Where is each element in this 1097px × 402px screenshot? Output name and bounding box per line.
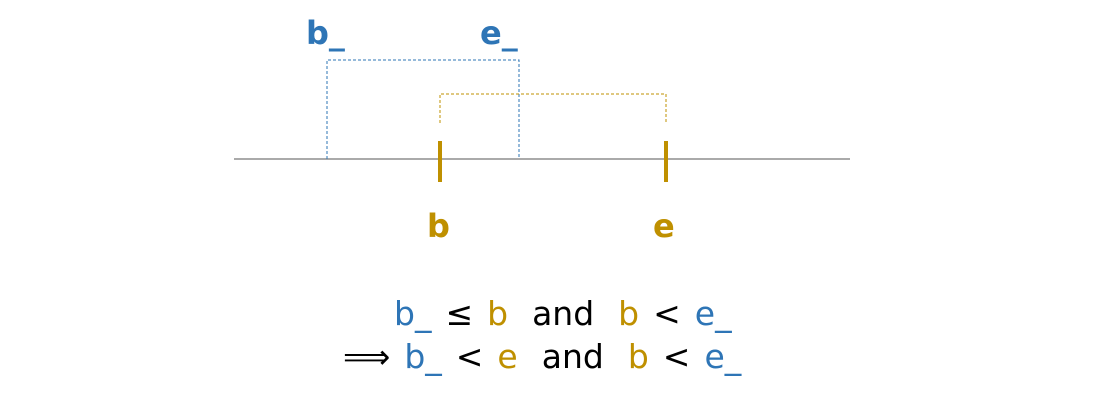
inner-begin-label: b <box>427 207 450 245</box>
formula-term: e_ <box>704 337 742 376</box>
formula-operator: < <box>455 337 484 376</box>
formula-term: b <box>627 337 649 376</box>
outer-interval-bracket <box>326 59 520 159</box>
formula-term: b_ <box>394 294 432 333</box>
formula-term: e_ <box>694 294 732 333</box>
inner-interval-bracket <box>439 93 667 123</box>
formula-operator: < <box>653 294 681 333</box>
implies-symbol: ⟹ <box>343 337 391 376</box>
formula-term: b <box>618 294 640 333</box>
formula-term: e <box>497 337 518 376</box>
outer-begin-label: b_ <box>306 14 345 52</box>
formula-operator: < <box>662 337 691 376</box>
inner-end-label: e <box>653 207 675 245</box>
formula-operator: ≤ <box>445 294 474 333</box>
formula-conjunction: and <box>532 294 595 333</box>
formula-term: b <box>487 294 509 333</box>
formula-term: b_ <box>404 337 442 376</box>
outer-end-label: e_ <box>480 14 518 52</box>
formula-conjunction: and <box>541 337 604 376</box>
